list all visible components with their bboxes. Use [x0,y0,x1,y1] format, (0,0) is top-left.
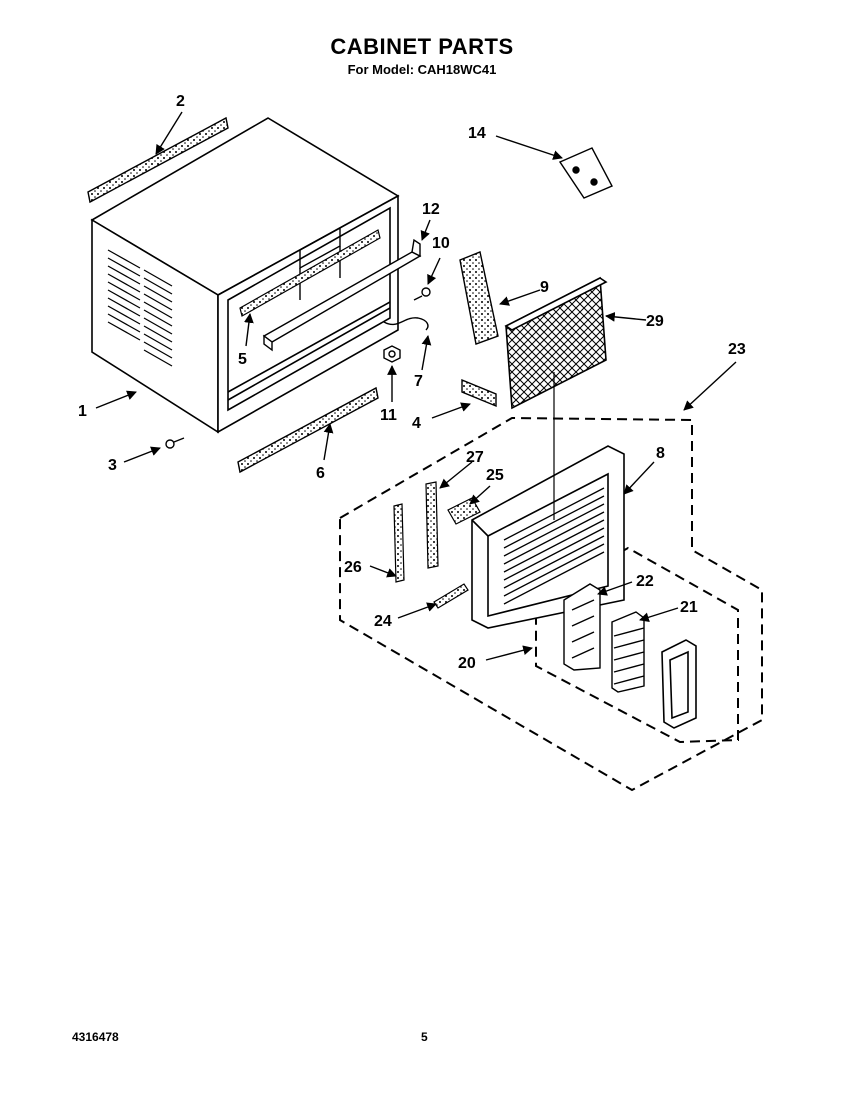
callout-9: 9 [540,279,549,296]
assembly-outline-20 [535,546,739,744]
callout-4: 4 [412,415,421,432]
callout-7: 7 [414,373,423,390]
ground-wire [383,317,429,331]
assembly-outline-23 [339,416,763,792]
callout-20: 20 [458,655,476,672]
callout-21: 21 [680,599,698,616]
callout-11: 11 [380,407,397,424]
callout-8: 8 [656,445,665,462]
page-number: 5 [421,1030,428,1044]
callout-24: 24 [374,613,392,630]
callout-22: 22 [636,573,654,590]
bottom-rail [237,386,379,474]
callout-23: 23 [728,341,746,358]
nut-11 [383,345,401,363]
side-seal-27 [425,481,439,569]
callout-29: 29 [646,313,664,330]
model-subtitle: For Model: CAH18WC41 [347,62,497,77]
louver-blades-21 [611,611,645,693]
front-grille [504,276,608,410]
louver-frame [661,639,697,729]
callout-10: 10 [432,235,450,252]
leader-lines [95,111,737,661]
callout-3: 3 [108,457,117,474]
callout-6: 6 [316,465,325,482]
top-rail [87,116,229,204]
screw-3 [165,437,185,449]
filter-piece [461,378,497,408]
page-title: CABINET PARTS [330,34,514,59]
document-number: 4316478 [72,1030,119,1044]
screw-10 [413,287,431,301]
cabinet-louvers [107,249,173,367]
callout-27: 27 [466,449,484,466]
bottom-seal-24 [433,583,469,609]
side-seal-26 [393,503,405,583]
callout-2: 2 [176,93,185,110]
callout-1: 1 [78,403,87,420]
mounting-bracket [558,147,613,199]
callout-14: 14 [468,125,486,142]
callout-26: 26 [344,559,362,576]
callout-5: 5 [238,351,247,368]
callout-12: 12 [422,201,440,218]
air-filter [459,251,499,345]
inner-rail [239,229,381,317]
callout-25: 25 [486,467,504,484]
support-bracket [262,238,422,352]
louver-support-22 [563,583,601,671]
